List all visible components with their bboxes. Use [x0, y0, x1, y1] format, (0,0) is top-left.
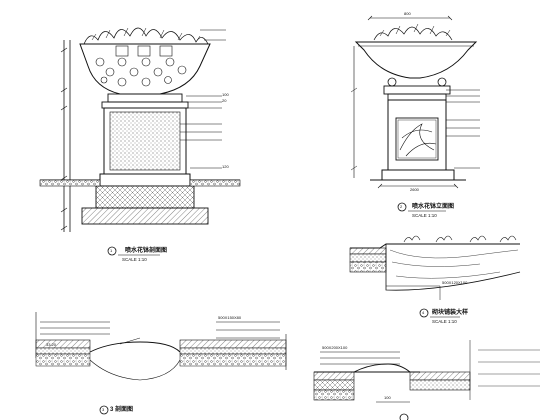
front-view-bottom-dim: 2600 [410, 187, 419, 192]
detail-4-scale: SCALE 1:10 [432, 319, 457, 324]
detail-5-callout: 500X200X100 [322, 345, 348, 350]
front-view-drawing [350, 15, 480, 212]
front-view-top-dim: 800 [404, 11, 411, 16]
detail-3-title: 3 剖面图 [110, 407, 134, 413]
note-20: 20 [222, 98, 227, 103]
detail-4-callout: 500X120X100 [442, 280, 468, 285]
section-view-scale: SCALE 1:10 [122, 257, 147, 262]
detail-3-callout: 500X150X80 [218, 315, 242, 320]
note-100: 100 [222, 92, 229, 97]
section-view-drawing [39, 27, 241, 256]
section-view-title: 喷水花钵剖面图 [125, 248, 168, 254]
detail-5-dim-bottom: 100 [384, 395, 391, 400]
detail-4-drawing [349, 235, 521, 318]
section-view-marker: 1 [110, 248, 113, 253]
detail-3-drawing [35, 312, 287, 415]
front-view-title: 喷水花钵立面图 [412, 204, 455, 210]
front-view-marker: 2 [400, 204, 403, 209]
front-view-scale: SCALE 1:10 [412, 213, 437, 218]
detail-5-drawing [313, 340, 540, 420]
detail-3-dim-left: 33.20 [46, 342, 57, 347]
note-120: 120 [222, 164, 229, 169]
detail-4-marker: 4 [422, 310, 425, 315]
detail-3-marker: 3 [102, 407, 105, 412]
detail-4-title: 砌块铺装大样 [432, 310, 469, 316]
